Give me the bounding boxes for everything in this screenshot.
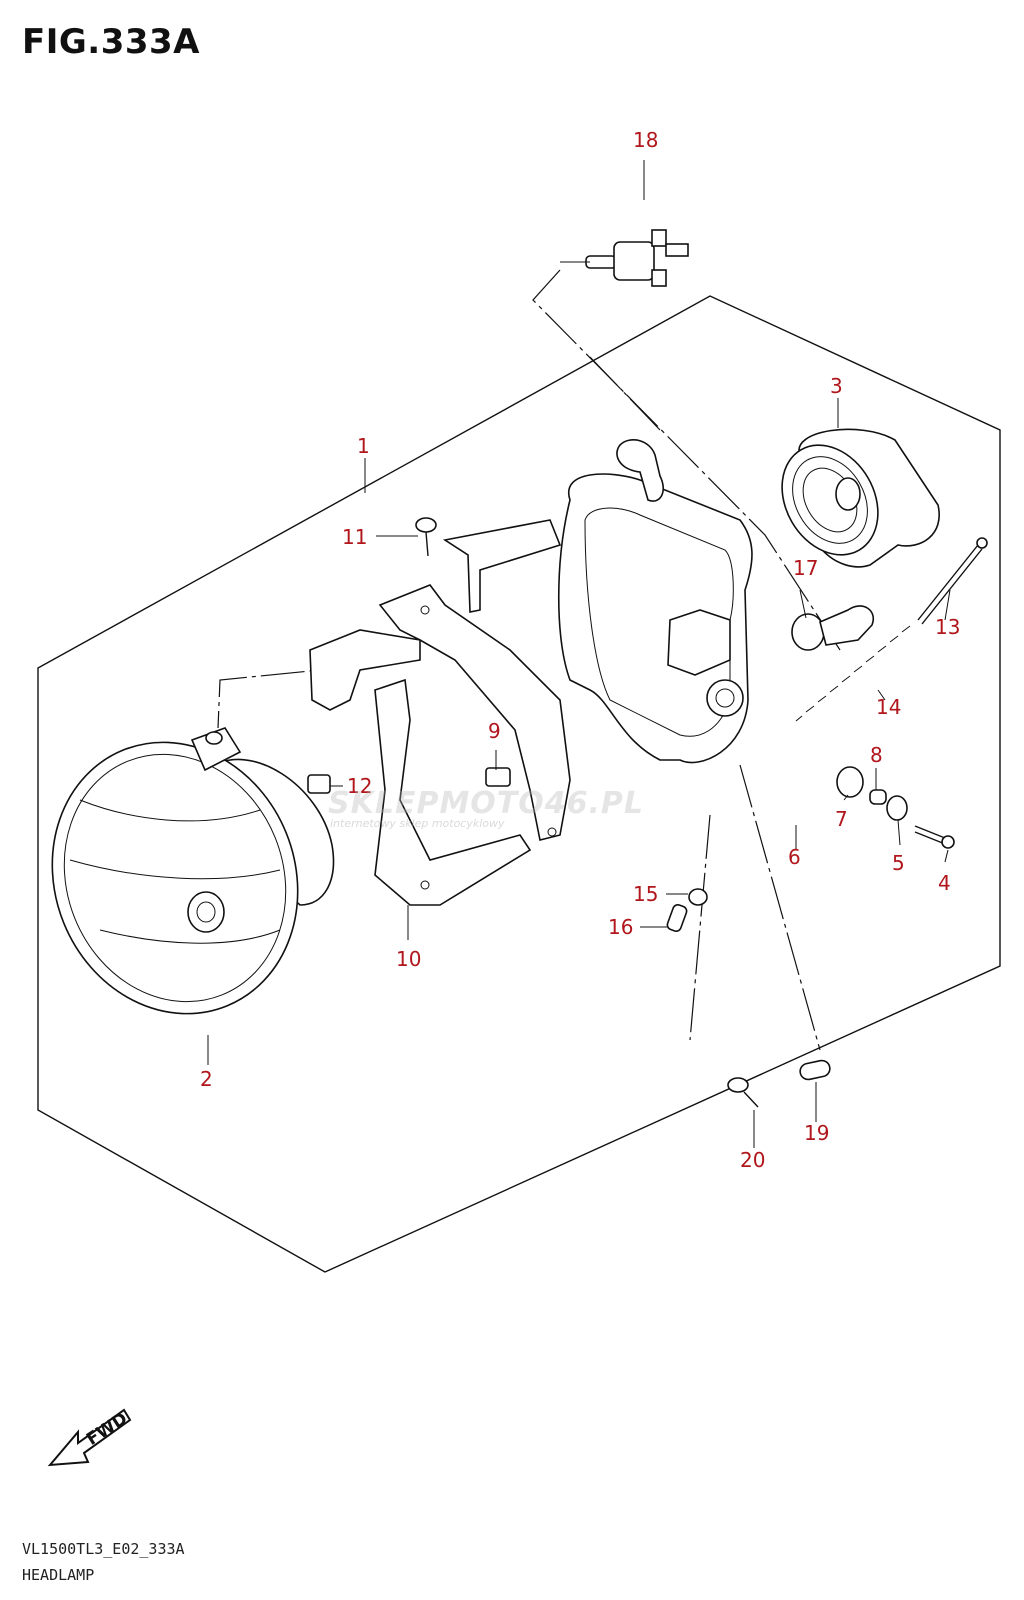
collar-icon [869,789,887,805]
fwd-label: FWD [83,1409,131,1450]
callout-12: 12 [347,774,372,798]
callout-3: 3 [830,374,843,398]
callout-1: 1 [357,434,370,458]
callout-13: 13 [935,615,960,639]
callout-8: 8 [870,743,883,767]
callout-18: 18 [633,128,658,152]
headlamp-unit-icon [51,727,335,1015]
nut-icon [307,774,331,794]
callout-7: 7 [835,807,848,831]
small-nut-icon [688,888,708,906]
figure-code: VL1500TL3_E02_333A [22,1540,185,1558]
callout-2: 2 [200,1067,213,1091]
spring-icon [795,625,911,722]
headlamp-bracket-icon [309,519,571,906]
headlamp-housing-icon [557,439,753,764]
callout-6: 6 [788,845,801,869]
adjusting-screw-icon [917,537,988,625]
assembly-boundary [37,295,1001,1273]
watermark: SKLEPMOTO46.PL [328,786,645,821]
figure-title: FIG.333A [22,22,200,62]
callout-15: 15 [633,882,658,906]
callout-19: 19 [804,1121,829,1145]
watermark-subtitle: internetowy sklep motocyklowy [330,817,505,830]
callout-5: 5 [892,851,905,875]
position-bulb-icon [799,1059,831,1081]
callout-10: 10 [396,947,421,971]
socket-icon [791,605,875,651]
headlamp-cover-icon [781,428,940,568]
callout-numbers: 1 2 3 4 5 6 7 8 9 10 11 12 13 14 15 16 1… [200,128,960,1172]
screw-icon [415,517,437,557]
grommet-icon [836,766,864,798]
plate-nut-icon [485,767,511,787]
figure-name: HEADLAMP [22,1566,95,1584]
fwd-arrow-icon: FWD [47,1408,132,1467]
spacer-icon [666,903,688,933]
clip-screw-icon [727,1077,759,1108]
callout-20: 20 [740,1148,765,1172]
callout-4: 4 [938,871,951,895]
callout-16: 16 [608,915,633,939]
callout-11: 11 [342,525,367,549]
bulb-icon [560,229,689,287]
callout-9: 9 [488,719,501,743]
bolt-icon [914,825,955,849]
callout-14: 14 [876,695,901,719]
washer-icon [886,795,908,821]
callout-17: 17 [793,556,818,580]
